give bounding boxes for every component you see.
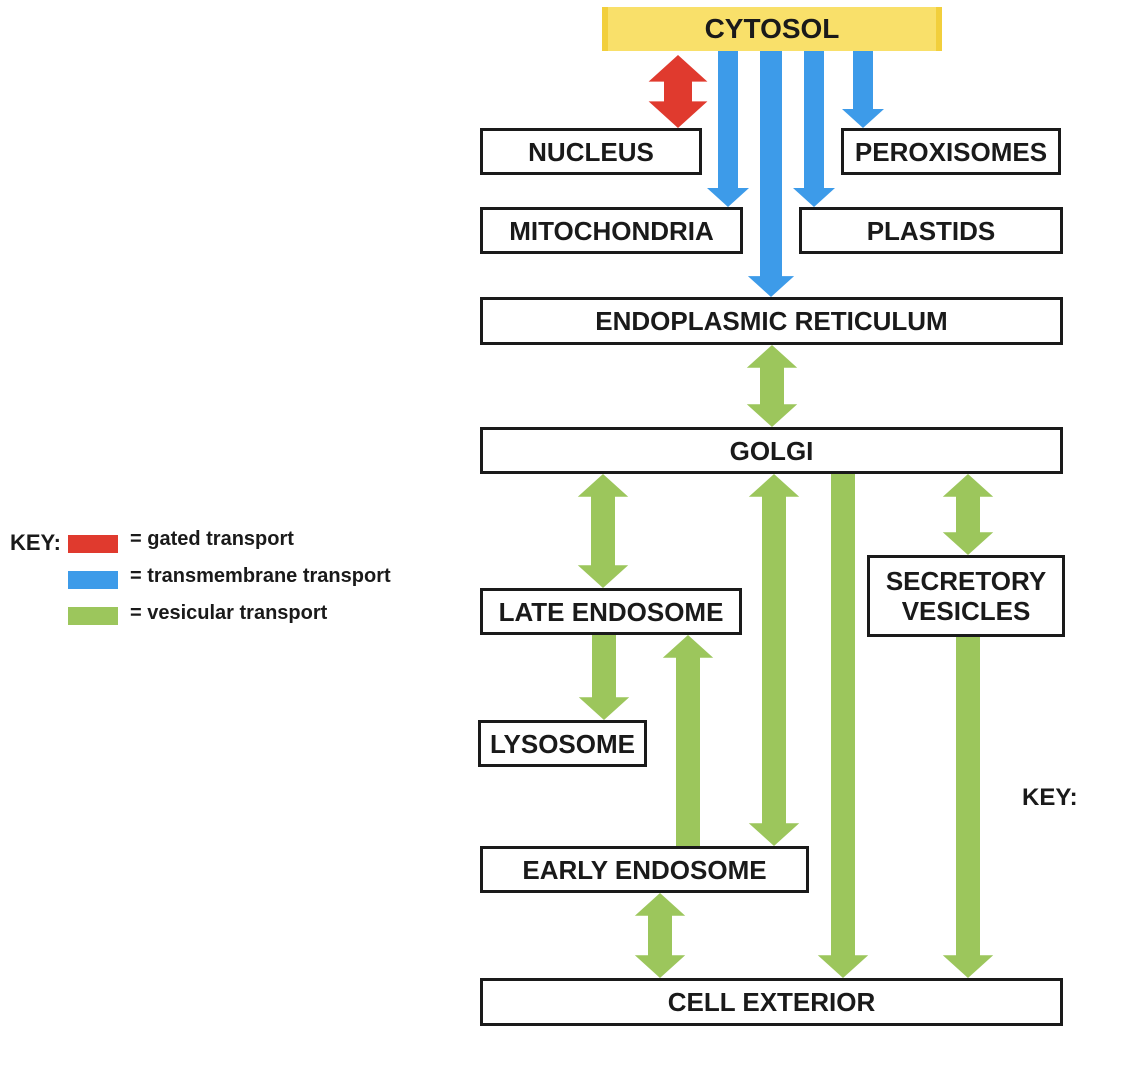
arrow-early-endosome-to-late-endosome bbox=[662, 635, 714, 846]
node-early-endosome: EARLY ENDOSOME bbox=[480, 846, 809, 893]
arrow-secretory-vesicles-to-cell-exterior bbox=[942, 637, 994, 978]
key-text-vesicular: = vesicular transport bbox=[130, 602, 328, 624]
arrow-golgi-to-late-endosome bbox=[577, 474, 629, 588]
key-swatch-transmembrane bbox=[68, 571, 118, 589]
node-secretory-vesicles: SECRETORY VESICLES bbox=[867, 555, 1065, 637]
key-text-transmembrane: = transmembrane transport bbox=[130, 565, 391, 587]
node-golgi: GOLGI bbox=[480, 427, 1063, 474]
node-cell-exterior: CELL EXTERIOR bbox=[480, 978, 1063, 1026]
node-plastids: PLASTIDS bbox=[799, 207, 1063, 254]
arrow-cytosol-to-er bbox=[747, 51, 795, 297]
node-cytosol: CYTOSOL bbox=[602, 7, 942, 51]
node-peroxisomes: PEROXISOMES bbox=[841, 128, 1061, 175]
node-mitochondria: MITOCHONDRIA bbox=[480, 207, 743, 254]
arrow-golgi-to-early-endosome bbox=[748, 474, 800, 846]
key-label-right: KEY: bbox=[1022, 784, 1078, 811]
key-text-gated: = gated transport bbox=[130, 528, 294, 550]
arrow-cytosol-to-mitochondria bbox=[707, 51, 749, 207]
key-swatch-vesicular bbox=[68, 607, 118, 625]
node-late-endosome: LATE ENDOSOME bbox=[480, 588, 742, 635]
node-nucleus: NUCLEUS bbox=[480, 128, 702, 175]
arrow-early-endosome-to-cell-exterior bbox=[634, 893, 686, 978]
node-endoplasmic-reticulum: ENDOPLASMIC RETICULUM bbox=[480, 297, 1063, 345]
node-lysosome: LYSOSOME bbox=[478, 720, 647, 767]
arrow-late-endosome-to-lysosome bbox=[578, 635, 630, 720]
arrow-er-to-golgi bbox=[746, 345, 798, 427]
arrow-cytosol-to-plastids bbox=[793, 51, 835, 207]
arrow-cytosol-to-peroxisomes bbox=[842, 51, 884, 128]
arrow-cytosol-to-nucleus bbox=[648, 55, 708, 128]
arrow-golgi-to-cell-exterior bbox=[817, 474, 869, 978]
key-swatch-gated bbox=[68, 535, 118, 553]
key-label: KEY: bbox=[10, 530, 61, 555]
arrow-golgi-to-secretory-vesicles bbox=[942, 474, 994, 555]
